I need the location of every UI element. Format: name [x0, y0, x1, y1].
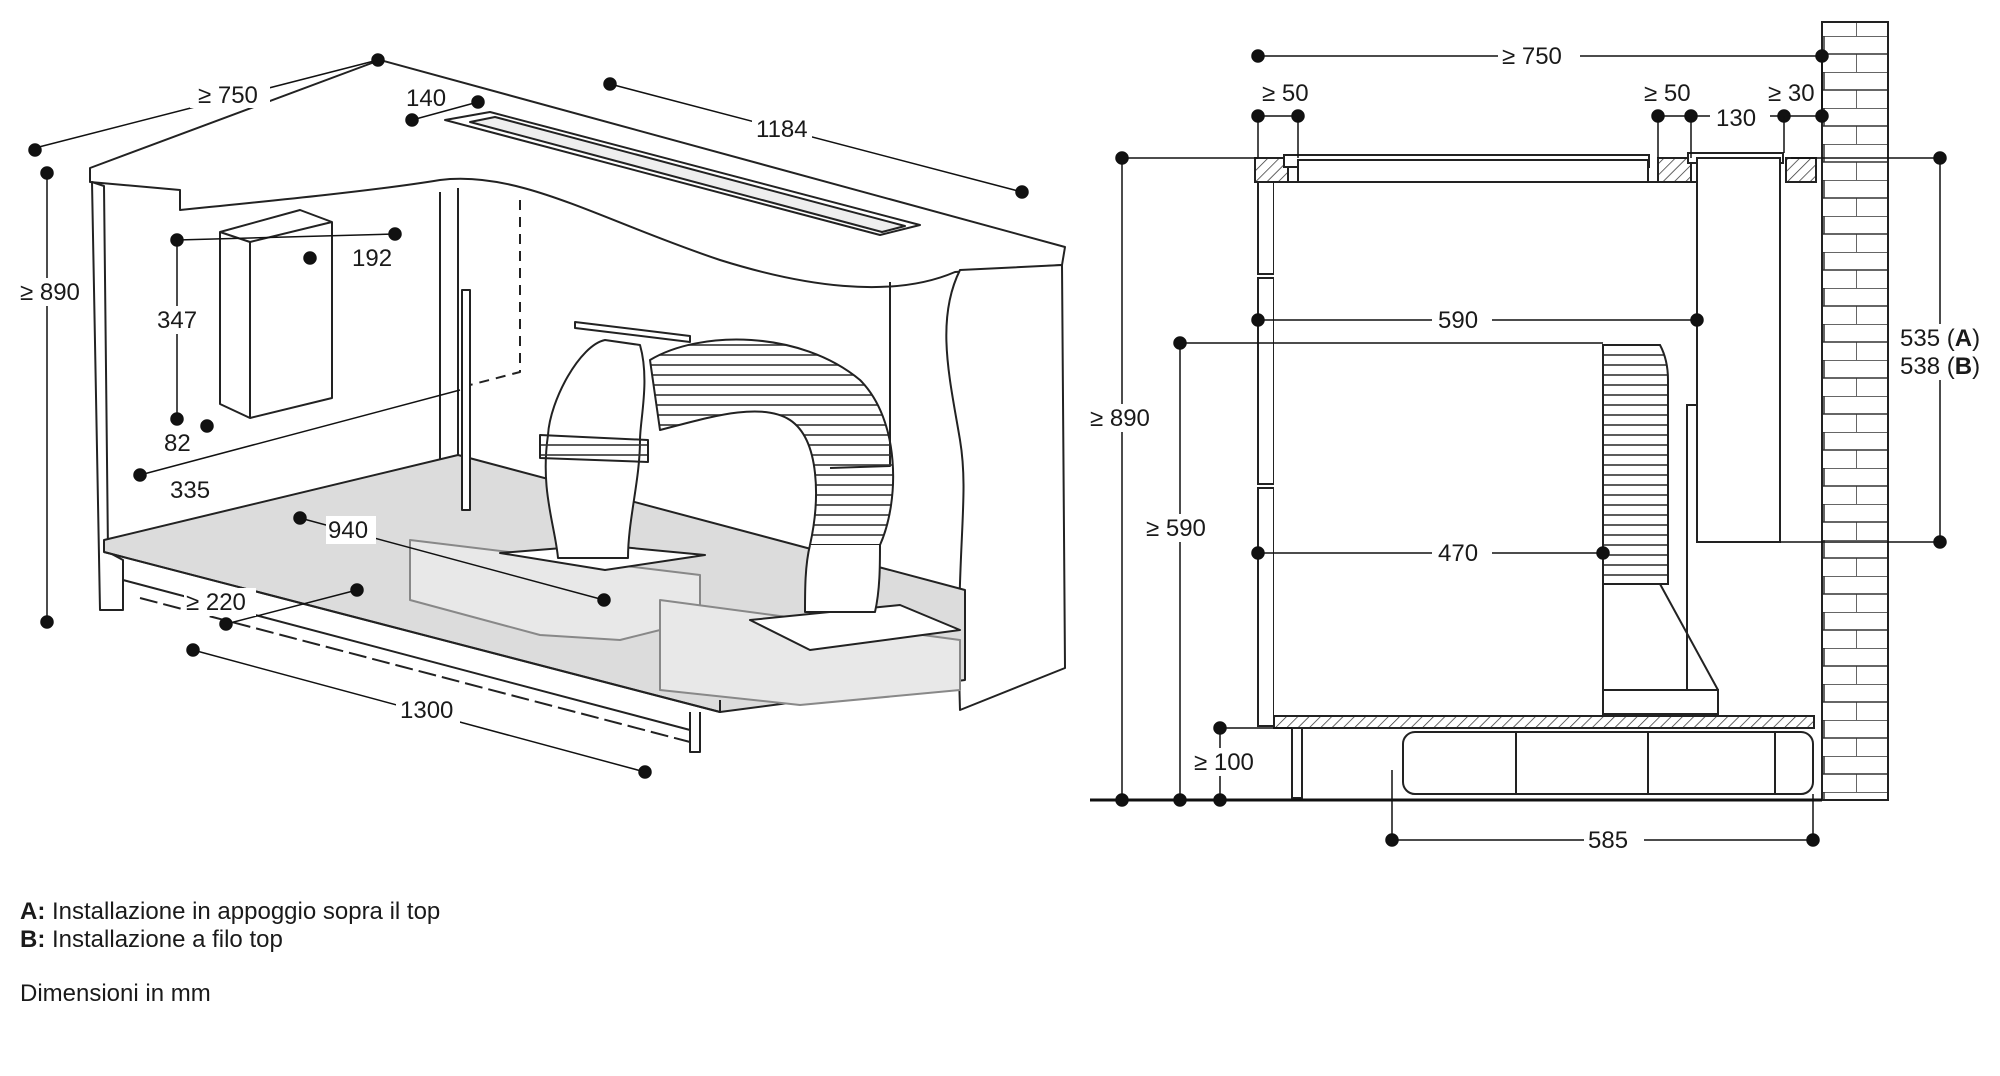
- side-dimension-lines: [1115, 49, 1947, 847]
- legend-a-key: A:: [20, 898, 46, 925]
- dim-length: 1300: [400, 697, 453, 724]
- dim-plinth-min: ≥ 220: [186, 589, 246, 616]
- perspective-view: [89, 59, 1066, 753]
- perspective-dimension-lines: [28, 53, 1029, 779]
- dim-depth-min: ≥ 750: [198, 82, 258, 109]
- side-dim-plinth-min: ≥ 100: [1194, 749, 1254, 776]
- dim-unit-height: 347: [157, 307, 197, 334]
- side-dim-lower-depth: 470: [1438, 540, 1478, 567]
- legend-b-text: Installazione a filo top: [52, 926, 283, 953]
- back-pillar: [439, 188, 459, 461]
- legend-b-key: B:: [20, 926, 46, 953]
- side-view: [1254, 21, 1889, 801]
- brick-wall: [1821, 21, 1889, 801]
- side-dim-rear-gap: ≥ 50: [1644, 80, 1691, 107]
- fan-unit: [219, 209, 333, 419]
- legend-units: Dimensioni in mm: [20, 980, 211, 1008]
- perspective-dimension-labels: ≥ 750 ≥ 890 140 1184 192 347 82 335 940 …: [15, 80, 812, 724]
- dim-unit-depth: 192: [352, 245, 392, 272]
- flex-duct: [649, 338, 895, 546]
- side-dim-plinth-duct: 585: [1588, 827, 1628, 854]
- legend-line-b: B: Installazione a filo top: [20, 926, 283, 954]
- install-b-dimension: 538 (B): [1900, 353, 1980, 380]
- cabinet-front-strip: [1257, 181, 1275, 275]
- side-dim-drawer-height: ≥ 590: [1146, 515, 1206, 542]
- side-dim-depth-min: ≥ 750: [1502, 43, 1562, 70]
- side-dim-drawer-depth: 590: [1438, 307, 1478, 334]
- dim-unit-base: 82: [164, 430, 191, 457]
- dim-cooktop-length: 1184: [756, 116, 808, 143]
- dim-940: 940: [328, 517, 368, 544]
- side-dimension-labels: ≥ 750 ≥ 50 ≥ 50 ≥ 30 130 590 470 ≥ 890 ≥…: [1088, 42, 1995, 854]
- plinth-duct: [1402, 731, 1814, 795]
- dim-height-min: ≥ 890: [20, 279, 80, 306]
- units-note: Dimensioni in mm: [20, 980, 211, 1007]
- side-dim-front-gap: ≥ 50: [1262, 80, 1309, 107]
- dim-cooktop-width: 140: [406, 85, 446, 112]
- install-a-dimension: 535 (A): [1900, 325, 1980, 352]
- legend-line-a: A: Installazione in appoggio sopra il to…: [20, 898, 440, 926]
- side-dim-total-height: ≥ 890: [1090, 405, 1150, 432]
- side-dim-duct-width: 130: [1716, 105, 1756, 132]
- cabinet-left-panel: [91, 181, 124, 611]
- dim-335: 335: [170, 477, 210, 504]
- side-dim-wall-gap: ≥ 30: [1768, 80, 1815, 107]
- worktop: [89, 59, 1066, 289]
- legend-a-text: Installazione in appoggio sopra il top: [52, 898, 441, 925]
